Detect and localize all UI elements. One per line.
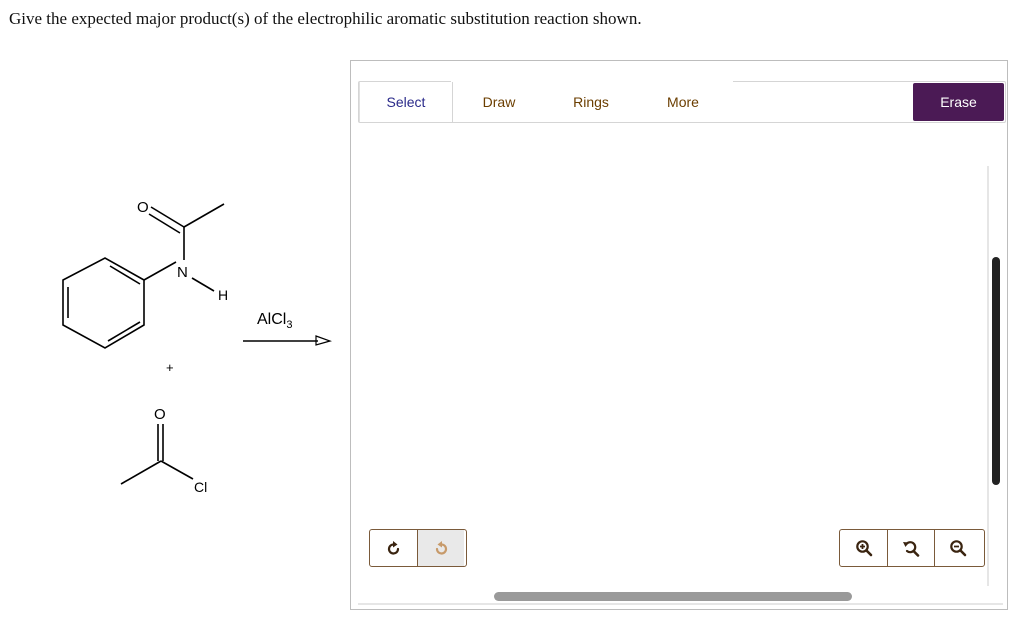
zoom-reset-button[interactable]: [887, 530, 934, 566]
zoom-out-icon: [950, 540, 967, 557]
atom-o2: O: [154, 406, 166, 423]
tab-select[interactable]: Select: [359, 82, 453, 122]
arrow-head: [315, 335, 332, 346]
benzene-ring: [62, 257, 145, 349]
undo-icon: [387, 541, 399, 555]
zoom-out-button[interactable]: [934, 530, 981, 566]
zoom-in-button[interactable]: [840, 530, 887, 566]
zoom-controls: [839, 529, 985, 567]
undo-button[interactable]: [370, 530, 417, 566]
tab-more[interactable]: More: [667, 94, 699, 110]
tab-rings[interactable]: Rings: [573, 94, 609, 110]
history-controls: [369, 529, 467, 567]
horizontal-scroll-track: [358, 603, 1003, 605]
vertical-scrollbar[interactable]: [992, 257, 1000, 485]
erase-button[interactable]: Erase: [913, 83, 1004, 121]
atom-n: N: [177, 264, 188, 281]
bond-n-h: [191, 277, 215, 292]
atom-cl: Cl: [194, 479, 207, 495]
redo-button[interactable]: [417, 530, 464, 566]
bond-n-ring: [143, 261, 177, 281]
structure-editor: Select Draw Rings More Erase: [350, 60, 1008, 610]
editor-toolbar: Select Draw Rings More Erase: [358, 81, 1006, 123]
zoom-in-icon: [855, 540, 872, 557]
vertical-scroll-track: [987, 166, 989, 586]
redo-icon: [435, 541, 448, 555]
atom-h: H: [218, 287, 228, 303]
horizontal-scrollbar[interactable]: [494, 592, 852, 601]
reagent-label: AlCl3: [257, 311, 292, 331]
question-text: Give the expected major product(s) of th…: [9, 9, 642, 28]
plus-sign: +: [166, 360, 174, 375]
bond-methyl: [183, 203, 225, 228]
drawing-canvas[interactable]: [358, 126, 986, 581]
tab-draw[interactable]: Draw: [482, 94, 516, 110]
zoom-reset-icon: [903, 541, 920, 557]
atom-o1: O: [137, 199, 149, 216]
reaction-scheme: O N H + O Cl AlCl3: [62, 199, 332, 495]
